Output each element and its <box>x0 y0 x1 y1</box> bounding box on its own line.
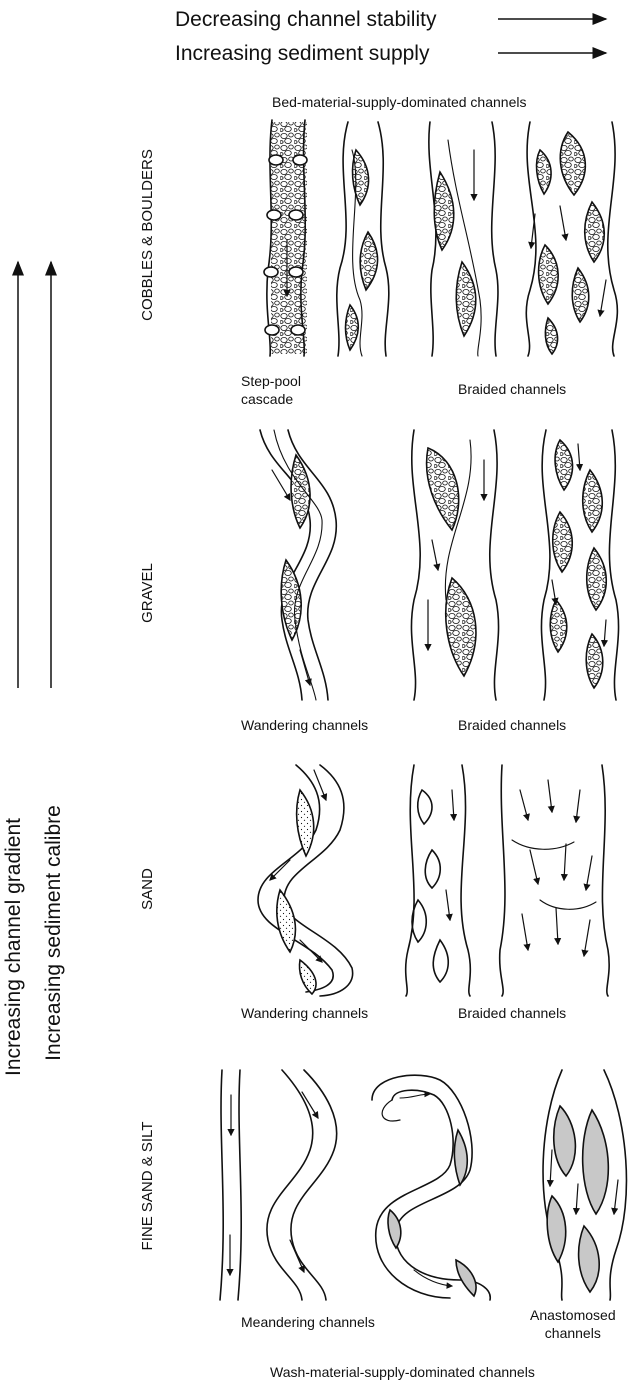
anastomosed-sketch <box>543 1070 626 1300</box>
narrow-braided-cobbles-sketch <box>337 122 389 356</box>
braided-wide-gravel-sketch <box>541 430 618 700</box>
tortuous-meandering-sketch <box>372 1075 490 1300</box>
meandering-sketch <box>267 1070 337 1300</box>
braided-gravel-sketch <box>411 430 498 700</box>
wandering-sand-sketch <box>258 765 353 996</box>
straight-channel-sketch <box>220 1070 241 1300</box>
braided-sand-sketch <box>406 765 471 996</box>
step-pool-sketch <box>264 120 307 356</box>
wandering-gravel-sketch <box>260 430 336 700</box>
braided-sand-wide-sketch <box>500 765 609 996</box>
braided-wide-cobbles-sketch <box>526 122 617 356</box>
braided-cobbles-sketch <box>429 122 498 356</box>
